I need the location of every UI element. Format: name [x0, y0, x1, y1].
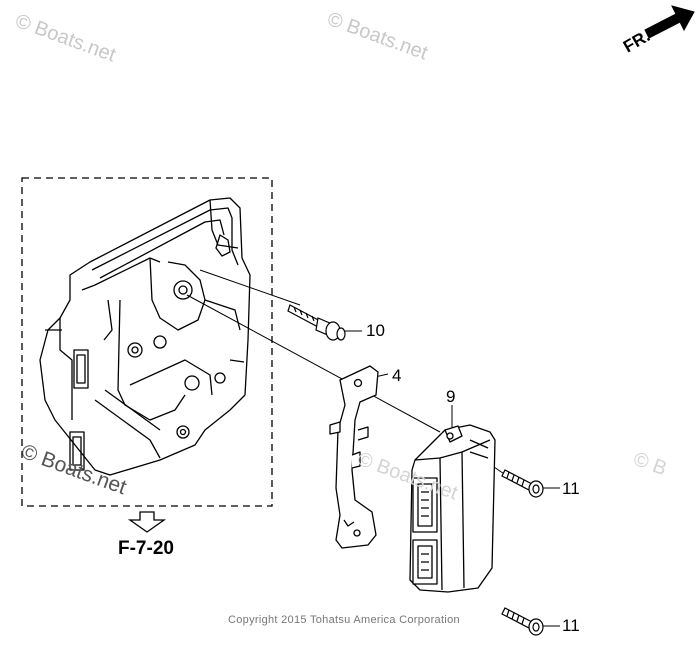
housing-drawing	[39, 197, 251, 476]
callout-11-lower: 11	[562, 616, 580, 635]
callout-9: 9	[446, 387, 456, 406]
bolt-10-drawing	[287, 304, 346, 341]
front-direction-arrow-icon	[644, 5, 695, 39]
bracket-4-drawing	[329, 365, 379, 549]
dashed-reference-box	[21, 177, 273, 507]
copyright-notice: Copyright 2015 Tohatsu America Corporati…	[228, 614, 460, 626]
screw-11-lower-drawing	[501, 607, 544, 636]
callout-4: 4	[392, 366, 402, 385]
callout-10: 10	[366, 321, 385, 340]
screw-11-upper-drawing	[501, 469, 544, 498]
callout-11-upper: 11	[562, 479, 580, 498]
figure-reference-link[interactable]: F-7-20	[118, 538, 174, 559]
reference-arrow-icon	[127, 511, 167, 533]
control-unit-9-drawing	[409, 424, 496, 593]
